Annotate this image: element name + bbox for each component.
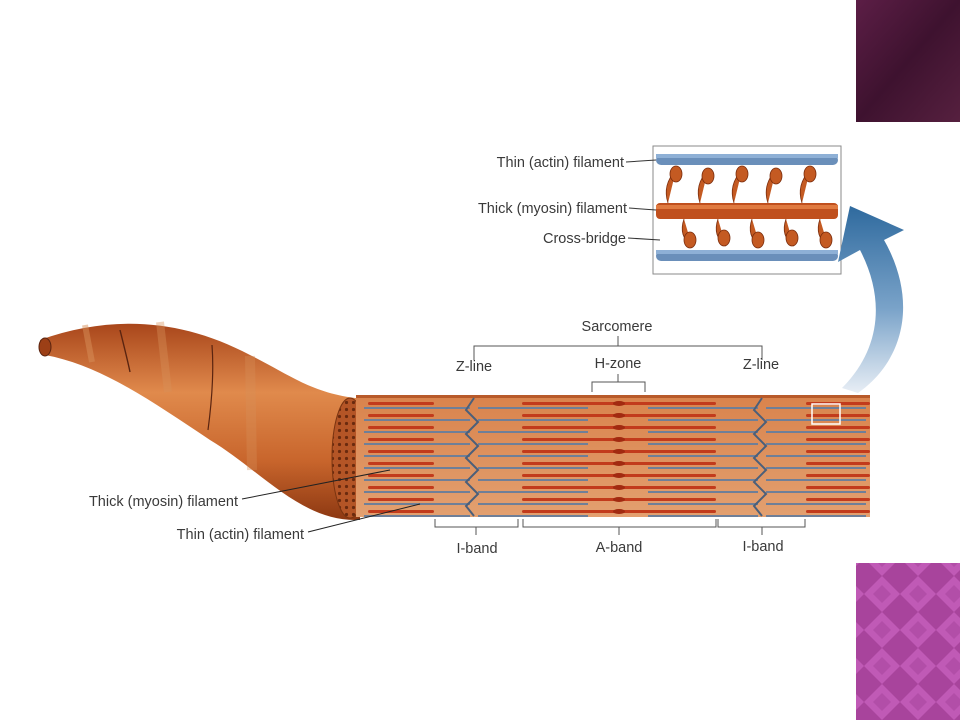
myosin-strand xyxy=(806,462,870,465)
myosin-strand xyxy=(368,450,434,453)
myosin-strand xyxy=(806,510,870,513)
actin-strand xyxy=(478,467,588,469)
actin-strand xyxy=(478,491,588,493)
m-line-node xyxy=(613,509,625,514)
label-thin-actin-left: Thin (actin) filament xyxy=(177,527,304,543)
actin-strand xyxy=(648,455,758,457)
m-line-node xyxy=(613,473,625,478)
myosin-strand xyxy=(806,426,870,429)
inset-actin-bottom xyxy=(656,250,838,261)
actin-strand xyxy=(648,467,758,469)
label-i-band-left: I-band xyxy=(456,541,497,557)
myosin-strand xyxy=(368,402,434,405)
label-h-zone: H-zone xyxy=(595,356,642,372)
label-a-band: A-band xyxy=(596,540,643,556)
actin-strand xyxy=(364,431,470,433)
leader-thin-left xyxy=(307,503,421,533)
actin-strand xyxy=(478,503,588,505)
myosin-strand xyxy=(806,474,870,477)
actin-strand xyxy=(648,503,758,505)
actin-strand xyxy=(648,407,758,409)
label-z-line-left: Z-line xyxy=(456,359,492,375)
brackets xyxy=(434,336,806,535)
actin-strand xyxy=(364,443,470,445)
label-cross-bridge: Cross-bridge xyxy=(543,231,626,247)
myosin-strand xyxy=(806,450,870,453)
inset-actin-top xyxy=(656,154,838,165)
deco-light-panel xyxy=(856,563,960,720)
myofibril xyxy=(356,395,870,517)
actin-strand xyxy=(364,467,470,469)
actin-strand xyxy=(364,491,470,493)
filament-rows xyxy=(364,401,870,517)
actin-strand xyxy=(766,479,866,481)
actin-strand xyxy=(766,407,866,409)
myosin-strand xyxy=(368,414,434,417)
inset-detail xyxy=(625,145,842,275)
actin-strand xyxy=(766,491,866,493)
actin-strand xyxy=(478,455,588,457)
myosin-strand xyxy=(806,498,870,501)
m-line-node xyxy=(613,461,625,466)
m-line-node xyxy=(613,437,625,442)
label-thick-myosin-inset: Thick (myosin) filament xyxy=(478,201,627,217)
actin-strand xyxy=(364,455,470,457)
m-line-node xyxy=(613,425,625,430)
actin-strand xyxy=(478,479,588,481)
actin-strand xyxy=(766,515,866,517)
actin-strand xyxy=(364,479,470,481)
inset-myosin xyxy=(656,203,838,219)
myosin-strand xyxy=(368,462,434,465)
muscle-fiber xyxy=(38,321,369,520)
myosin-strand xyxy=(368,474,434,477)
myosin-strand xyxy=(806,486,870,489)
actin-strand xyxy=(364,407,470,409)
actin-strand xyxy=(478,431,588,433)
label-sarcomere: Sarcomere xyxy=(582,319,653,335)
z-line-left-mark xyxy=(464,397,480,517)
zoom-arrow xyxy=(838,206,904,393)
actin-strand xyxy=(478,407,588,409)
actin-strand xyxy=(648,431,758,433)
z-line-right-mark xyxy=(752,397,768,517)
m-line-node xyxy=(613,413,625,418)
actin-strand xyxy=(648,443,758,445)
actin-strand xyxy=(478,443,588,445)
actin-strand xyxy=(364,503,470,505)
actin-strand xyxy=(364,515,470,517)
leader-thick-left xyxy=(241,469,391,500)
m-line-node xyxy=(613,497,625,502)
m-line-node xyxy=(613,449,625,454)
label-thick-myosin-left: Thick (myosin) filament xyxy=(89,494,238,510)
actin-strand xyxy=(478,515,588,517)
actin-strand xyxy=(478,419,588,421)
myosin-strand xyxy=(368,426,434,429)
m-line-node xyxy=(613,401,625,406)
inset-cross-bridges xyxy=(665,165,833,249)
actin-strand xyxy=(766,443,866,445)
actin-strand xyxy=(766,431,866,433)
actin-strand xyxy=(766,455,866,457)
actin-strand xyxy=(648,491,758,493)
actin-strand xyxy=(648,515,758,517)
label-thin-actin-inset: Thin (actin) filament xyxy=(497,155,624,171)
myosin-strand xyxy=(806,414,870,417)
myosin-strand xyxy=(368,438,434,441)
deco-dark-panel xyxy=(856,0,960,122)
actin-strand xyxy=(766,503,866,505)
label-z-line-right: Z-line xyxy=(743,357,779,373)
myosin-strand xyxy=(806,438,870,441)
actin-strand xyxy=(648,419,758,421)
myosin-strand xyxy=(368,498,434,501)
actin-strand xyxy=(766,419,866,421)
myosin-strand xyxy=(368,510,434,513)
label-i-band-right: I-band xyxy=(742,539,783,555)
m-line-node xyxy=(613,485,625,490)
zoom-region-box xyxy=(811,403,841,425)
actin-strand xyxy=(648,479,758,481)
actin-strand xyxy=(364,419,470,421)
myosin-strand xyxy=(368,486,434,489)
actin-strand xyxy=(766,467,866,469)
